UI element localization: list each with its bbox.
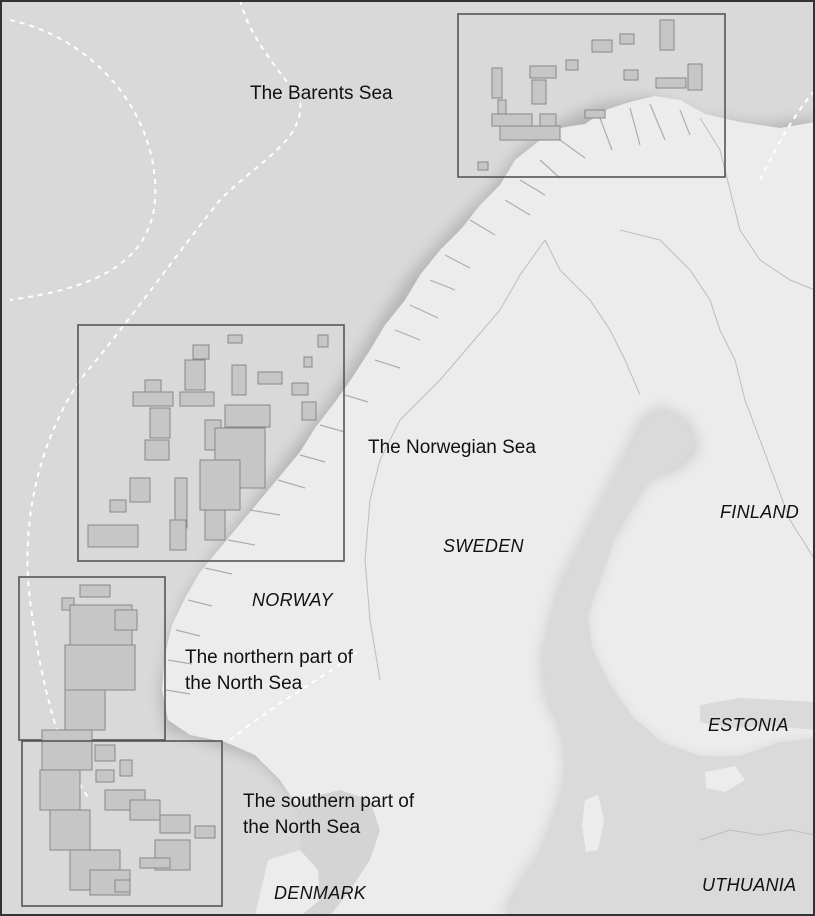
label-north-sea-north-line2: the North Sea — [185, 673, 303, 694]
label-north-sea-south-line2: the North Sea — [243, 817, 361, 838]
label-norwegian-sea: The Norwegian Sea — [368, 437, 536, 458]
label-north-sea-north-line1: The northern part of — [185, 647, 353, 668]
label-estonia: ESTONIA — [708, 715, 789, 735]
label-sweden: SWEDEN — [443, 536, 524, 556]
label-norway: NORWAY — [252, 590, 333, 610]
national-borders — [364, 117, 815, 841]
maritime-boundaries — [9, 0, 815, 801]
saaremaa-island — [705, 766, 745, 792]
gotland-island — [582, 795, 604, 852]
label-barents-sea: The Barents Sea — [250, 83, 393, 104]
region-box-barents — [457, 13, 726, 178]
label-lithuania: UTHUANIA — [702, 875, 797, 895]
region-box-norwegian-sea — [77, 324, 345, 562]
blocks-north-sea-north — [61, 584, 138, 731]
label-north-sea-south-line1: The southern part of — [243, 791, 415, 812]
region-box-north-sea-south — [21, 740, 223, 907]
label-finland: FINLAND — [720, 502, 800, 522]
kattegat — [255, 790, 380, 916]
fjords — [165, 103, 691, 695]
blocks-north-sea-south — [39, 729, 216, 896]
scandinavia-land — [162, 96, 815, 916]
denmark-land — [255, 850, 320, 916]
blocks-norwegian-sea — [87, 334, 329, 551]
land — [162, 96, 815, 916]
baltic-sea — [500, 405, 815, 916]
label-denmark: DENMARK — [274, 883, 367, 903]
blocks-barents — [477, 19, 703, 171]
